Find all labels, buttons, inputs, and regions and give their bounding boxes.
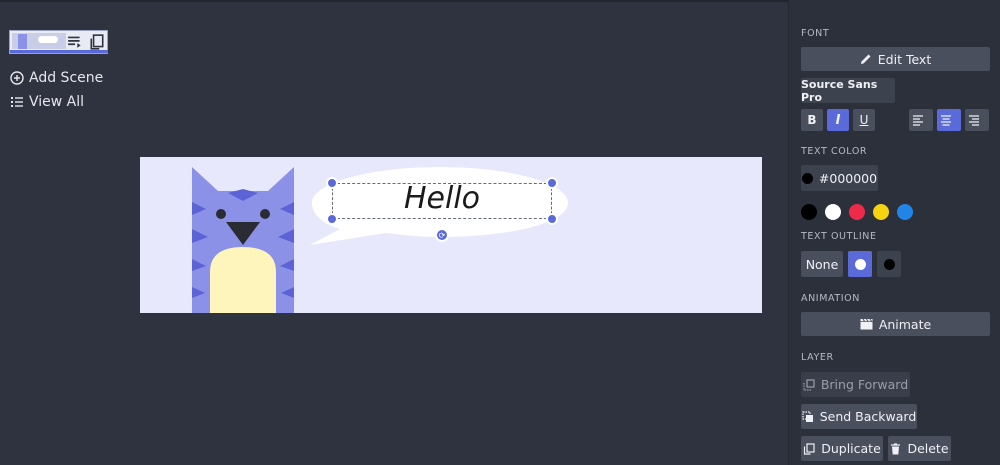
scene-canvas[interactable]: Hello ⟳ (140, 157, 762, 313)
text-color-value: #000000 (818, 170, 878, 186)
plus-circle-icon (10, 71, 24, 85)
font-family-select[interactable]: Source Sans Pro (801, 77, 895, 104)
outline-black-dot (883, 258, 895, 270)
view-all-button[interactable]: View All (10, 92, 103, 112)
bring-forward-icon (803, 378, 815, 391)
resize-handle-top-right[interactable] (546, 177, 558, 189)
italic-label: I (835, 112, 841, 128)
trash-icon (891, 442, 901, 454)
edit-text-button[interactable]: Edit Text (801, 47, 990, 71)
resize-handle-bottom-right[interactable] (546, 213, 558, 225)
duplicate-button[interactable]: Duplicate (801, 436, 883, 461)
animate-label: Animate (878, 316, 932, 332)
layer-section-label: LAYER (801, 352, 834, 363)
font-section-label: FONT (801, 28, 830, 39)
swatch-white[interactable] (825, 204, 841, 220)
align-right-icon (969, 115, 979, 126)
bring-forward-label: Bring Forward (820, 377, 909, 392)
outline-none-button[interactable]: None (801, 251, 843, 277)
view-all-label: View All (29, 94, 85, 110)
italic-button[interactable]: I (827, 109, 849, 131)
reorder-icon[interactable] (67, 34, 83, 50)
text-color-section-label: TEXT COLOR (801, 146, 868, 157)
font-family-value: Source Sans Pro (801, 77, 878, 104)
swatch-yellow[interactable] (873, 204, 889, 220)
text-selection-box[interactable] (332, 183, 552, 219)
outline-white-button[interactable] (848, 251, 872, 277)
send-backward-button[interactable]: Send Backward (801, 404, 917, 429)
scene-links: Add Scene View All (10, 68, 103, 116)
add-scene-button[interactable]: Add Scene (10, 68, 103, 88)
send-backward-label: Send Backward (819, 409, 917, 424)
scene-thumbnail[interactable] (9, 30, 108, 54)
top-border (0, 0, 1000, 2)
list-icon (11, 97, 23, 107)
outline-white-dot (854, 258, 866, 270)
cat-character[interactable] (190, 167, 296, 313)
align-right-button[interactable] (965, 109, 989, 131)
current-color-dot (801, 172, 813, 184)
swatch-black[interactable] (801, 204, 817, 220)
canvas-text[interactable]: Hello (403, 181, 481, 216)
align-center-button[interactable] (937, 109, 961, 131)
preview-cat (18, 34, 27, 49)
rotate-handle[interactable]: ⟳ (435, 228, 449, 242)
resize-handle-top-left[interactable] (326, 177, 338, 189)
duplicate-label: Duplicate (821, 441, 881, 456)
preview-bubble (38, 36, 58, 43)
align-left-button[interactable] (909, 109, 933, 131)
rotate-icon: ⟳ (438, 230, 446, 240)
add-scene-label: Add Scene (29, 70, 104, 86)
animation-section-label: ANIMATION (801, 293, 860, 304)
edit-text-label: Edit Text (877, 51, 932, 67)
scene-selected-indicator (10, 50, 108, 53)
align-center-icon (941, 115, 951, 126)
align-left-icon (913, 115, 923, 126)
outline-none-label: None (805, 256, 839, 272)
resize-handle-bottom-left[interactable] (326, 213, 338, 225)
bold-button[interactable]: B (801, 109, 823, 131)
bold-label: B (807, 113, 817, 127)
delete-label: Delete (907, 441, 949, 456)
swatch-blue[interactable] (897, 204, 913, 220)
text-outline-section-label: TEXT OUTLINE (801, 231, 877, 242)
copy-scene-icon[interactable] (89, 34, 105, 50)
duplicate-icon (804, 442, 815, 455)
clapperboard-icon (860, 318, 873, 330)
text-color-picker[interactable]: #000000 (801, 165, 878, 191)
bring-forward-button[interactable]: Bring Forward (801, 372, 910, 397)
swatch-red[interactable] (849, 204, 865, 220)
speech-bubble[interactable] (310, 165, 570, 245)
delete-button[interactable]: Delete (888, 436, 951, 461)
scene-preview (12, 33, 66, 49)
properties-panel: FONT Edit Text Source Sans Pro B I U TEX… (788, 0, 1000, 465)
animate-button[interactable]: Animate (801, 312, 990, 336)
send-backward-icon (802, 410, 813, 422)
outline-black-button[interactable] (877, 251, 901, 277)
pencil-icon (860, 54, 871, 64)
underline-label: U (859, 113, 869, 127)
underline-button[interactable]: U (853, 109, 875, 131)
